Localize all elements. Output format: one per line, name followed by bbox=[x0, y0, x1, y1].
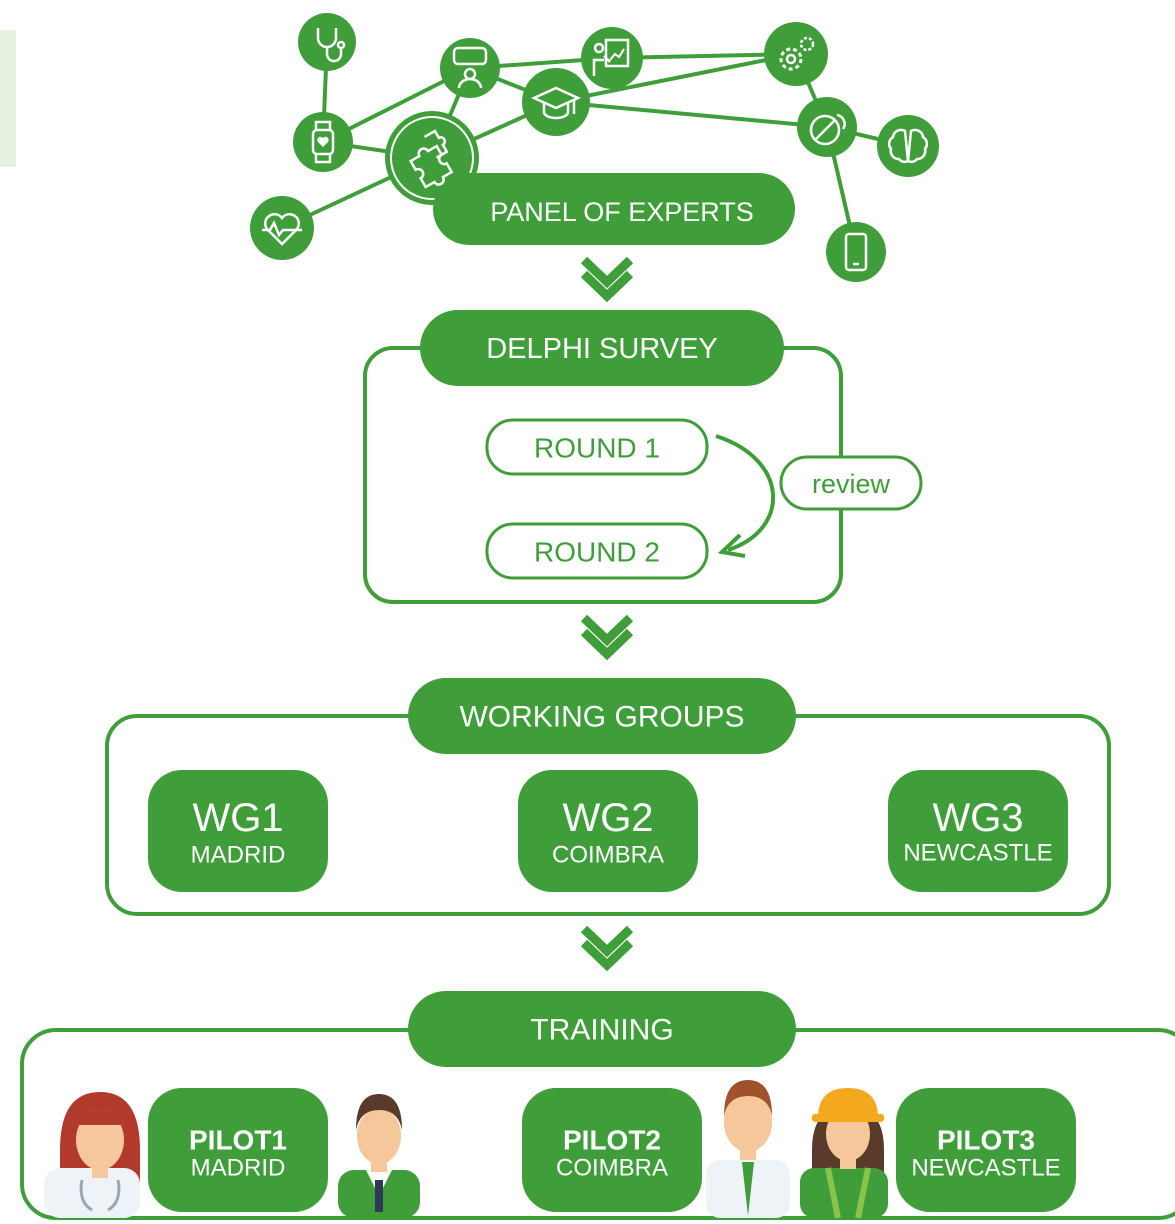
pilot-city: COIMBRA bbox=[556, 1155, 668, 1182]
delphi-title: DELPHI SURVEY bbox=[486, 333, 718, 365]
round-2-label: ROUND 2 bbox=[534, 537, 660, 568]
brain-icon bbox=[877, 115, 939, 177]
presentation-icon bbox=[581, 27, 643, 89]
wg-name: WG3 bbox=[932, 796, 1023, 840]
wg-card: WG3 NEWCASTLE bbox=[888, 770, 1068, 892]
delphi-survey-frame: DELPHI SURVEY ROUND 1 ROUND 2 review bbox=[363, 310, 923, 604]
chat-person-icon bbox=[440, 38, 500, 98]
pilot-card: PILOT2 COIMBRA bbox=[522, 1088, 702, 1212]
arrow-3 bbox=[580, 925, 634, 972]
arrow-2 bbox=[580, 614, 634, 661]
gears-icon bbox=[764, 22, 828, 86]
pilot-name: PILOT1 bbox=[189, 1125, 287, 1156]
businessman-avatar bbox=[338, 1094, 420, 1218]
working-groups-frame: WORKING GROUPS WG1 MADRID WG2 COIMBRA WG… bbox=[105, 678, 1111, 916]
review-arrowhead bbox=[717, 533, 746, 558]
businessman-avatar-2 bbox=[706, 1080, 790, 1218]
pills-icon bbox=[797, 97, 857, 157]
pilot-city: NEWCASTLE bbox=[911, 1155, 1060, 1182]
stethoscope-icon bbox=[298, 13, 356, 71]
worker-avatar bbox=[800, 1088, 888, 1219]
wg-card: WG2 COIMBRA bbox=[518, 770, 698, 892]
pilot-name: PILOT2 bbox=[563, 1125, 661, 1156]
working-groups-title: WORKING GROUPS bbox=[459, 701, 744, 734]
wg-city: NEWCASTLE bbox=[903, 840, 1052, 867]
review-label: review bbox=[812, 469, 891, 499]
panel-of-experts-pill: PANEL OF EXPERTS bbox=[433, 173, 795, 245]
review-arrow bbox=[715, 434, 776, 552]
training-frame: TRAINING PILOT1 MADRID PILOT2 COIMBRA PI… bbox=[20, 991, 1175, 1220]
training-title: TRAINING bbox=[530, 1014, 673, 1047]
heartbeat-icon bbox=[250, 196, 314, 260]
pilot-card: PILOT3 NEWCASTLE bbox=[896, 1088, 1076, 1212]
wg-city: COIMBRA bbox=[552, 842, 664, 869]
pilot-city: MADRID bbox=[191, 1155, 286, 1182]
smartwatch-icon bbox=[293, 112, 353, 172]
pilot-card: PILOT1 MADRID bbox=[148, 1088, 328, 1212]
doctor-avatar bbox=[44, 1092, 140, 1218]
wg-card: WG1 MADRID bbox=[148, 770, 328, 892]
smartphone-icon bbox=[826, 222, 886, 282]
wg-city: MADRID bbox=[191, 842, 286, 869]
graduation-cap-icon bbox=[522, 68, 590, 136]
round-1-label: ROUND 1 bbox=[534, 433, 660, 464]
panel-title: PANEL OF EXPERTS bbox=[490, 197, 754, 227]
pilot-name: PILOT3 bbox=[937, 1125, 1035, 1156]
corner-tab bbox=[0, 30, 16, 167]
wg-name: WG1 bbox=[192, 796, 283, 840]
wg-name: WG2 bbox=[562, 796, 653, 840]
arrow-1 bbox=[580, 256, 634, 303]
